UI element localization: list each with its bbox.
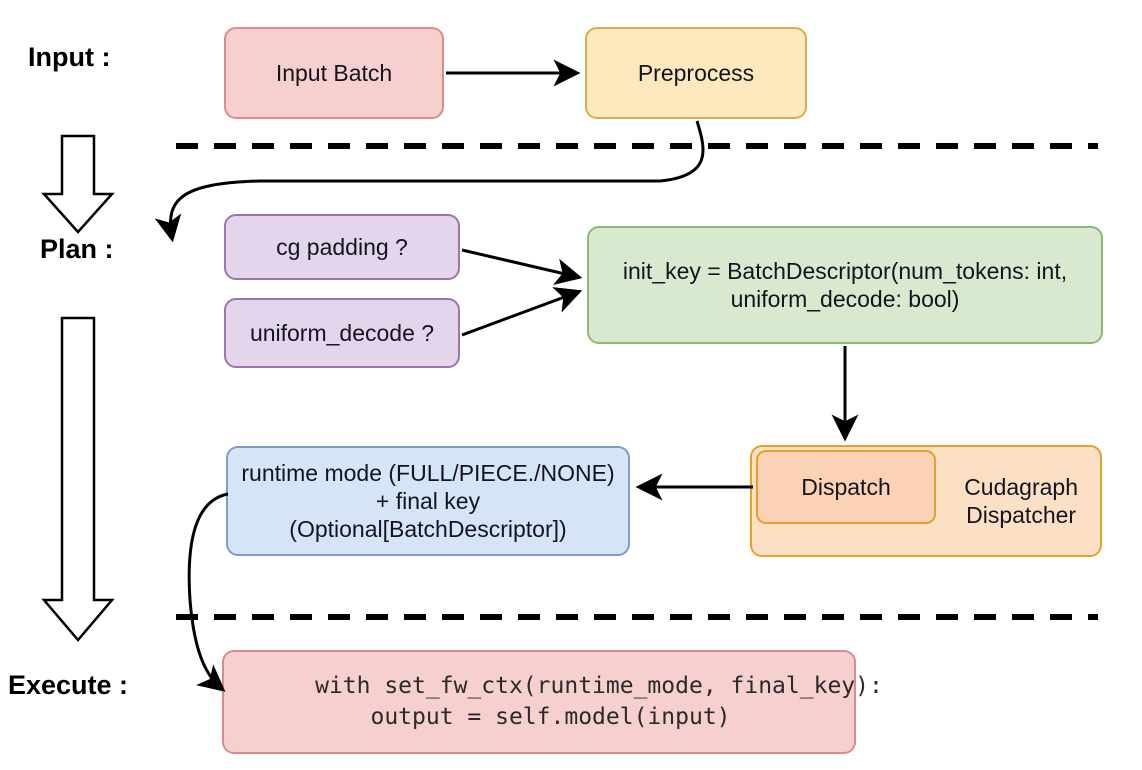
node-cg-padding[interactable]: cg padding ? (224, 214, 460, 280)
stage-label-plan: Plan : (40, 234, 114, 264)
node-dispatch-label: Dispatch (801, 473, 891, 500)
node-cudagraph-dispatcher-line1: Cudagraph (964, 473, 1078, 500)
node-runtime-mode[interactable]: runtime mode (FULL/PIECE./NONE) + final … (226, 446, 630, 556)
node-execute-code-line2: output = self.model(input) (315, 704, 731, 730)
node-runtime-mode-text: runtime mode (FULL/PIECE./NONE) + final … (238, 459, 618, 543)
stage-label-execute: Execute : (8, 670, 129, 700)
node-cudagraph-dispatcher-text: Cudagraph Dispatcher (964, 473, 1078, 529)
node-dispatch[interactable]: Dispatch (756, 450, 936, 524)
node-cg-padding-label: cg padding ? (276, 233, 408, 260)
node-init-key-text: init_key = BatchDescriptor(num_tokens: i… (599, 257, 1091, 313)
node-input-batch-label: Input Batch (275, 59, 393, 86)
node-init-key-line2: uniform_decode: bool) (730, 286, 960, 312)
node-input-batch[interactable]: Input Batch (224, 27, 444, 119)
node-cudagraph-dispatcher-line2: Dispatcher (966, 502, 1077, 528)
stage-label-input: Input : (28, 42, 111, 72)
node-init-key[interactable]: init_key = BatchDescriptor(num_tokens: i… (587, 226, 1103, 344)
node-execute-code-line1: with set_fw_ctx(runtime_mode, final_key)… (315, 672, 883, 699)
node-init-key-line1: init_key = BatchDescriptor(num_tokens: i… (622, 257, 1068, 284)
stage-arrow-input-to-plan (41, 134, 115, 234)
stage-arrow-plan-to-execute (41, 316, 115, 642)
node-execute-code[interactable]: with set_fw_ctx(runtime_mode, final_key)… (222, 650, 883, 754)
node-uniform-decode[interactable]: uniform_decode ? (224, 298, 460, 368)
node-runtime-mode-line1: runtime mode (FULL/PIECE./NONE) (241, 459, 615, 486)
node-preprocess-label: Preprocess (637, 59, 755, 86)
node-runtime-mode-line2: + final key (Optional[BatchDescriptor]) (289, 487, 567, 543)
edge-uniform-decode-to-init-key (461, 287, 583, 337)
node-uniform-decode-label: uniform_decode ? (249, 319, 435, 346)
node-preprocess[interactable]: Preprocess (585, 27, 807, 119)
edge-cg-padding-to-init-key (461, 248, 583, 286)
node-execute-code-text: with set_fw_ctx(runtime_mode, final_key)… (232, 640, 883, 764)
